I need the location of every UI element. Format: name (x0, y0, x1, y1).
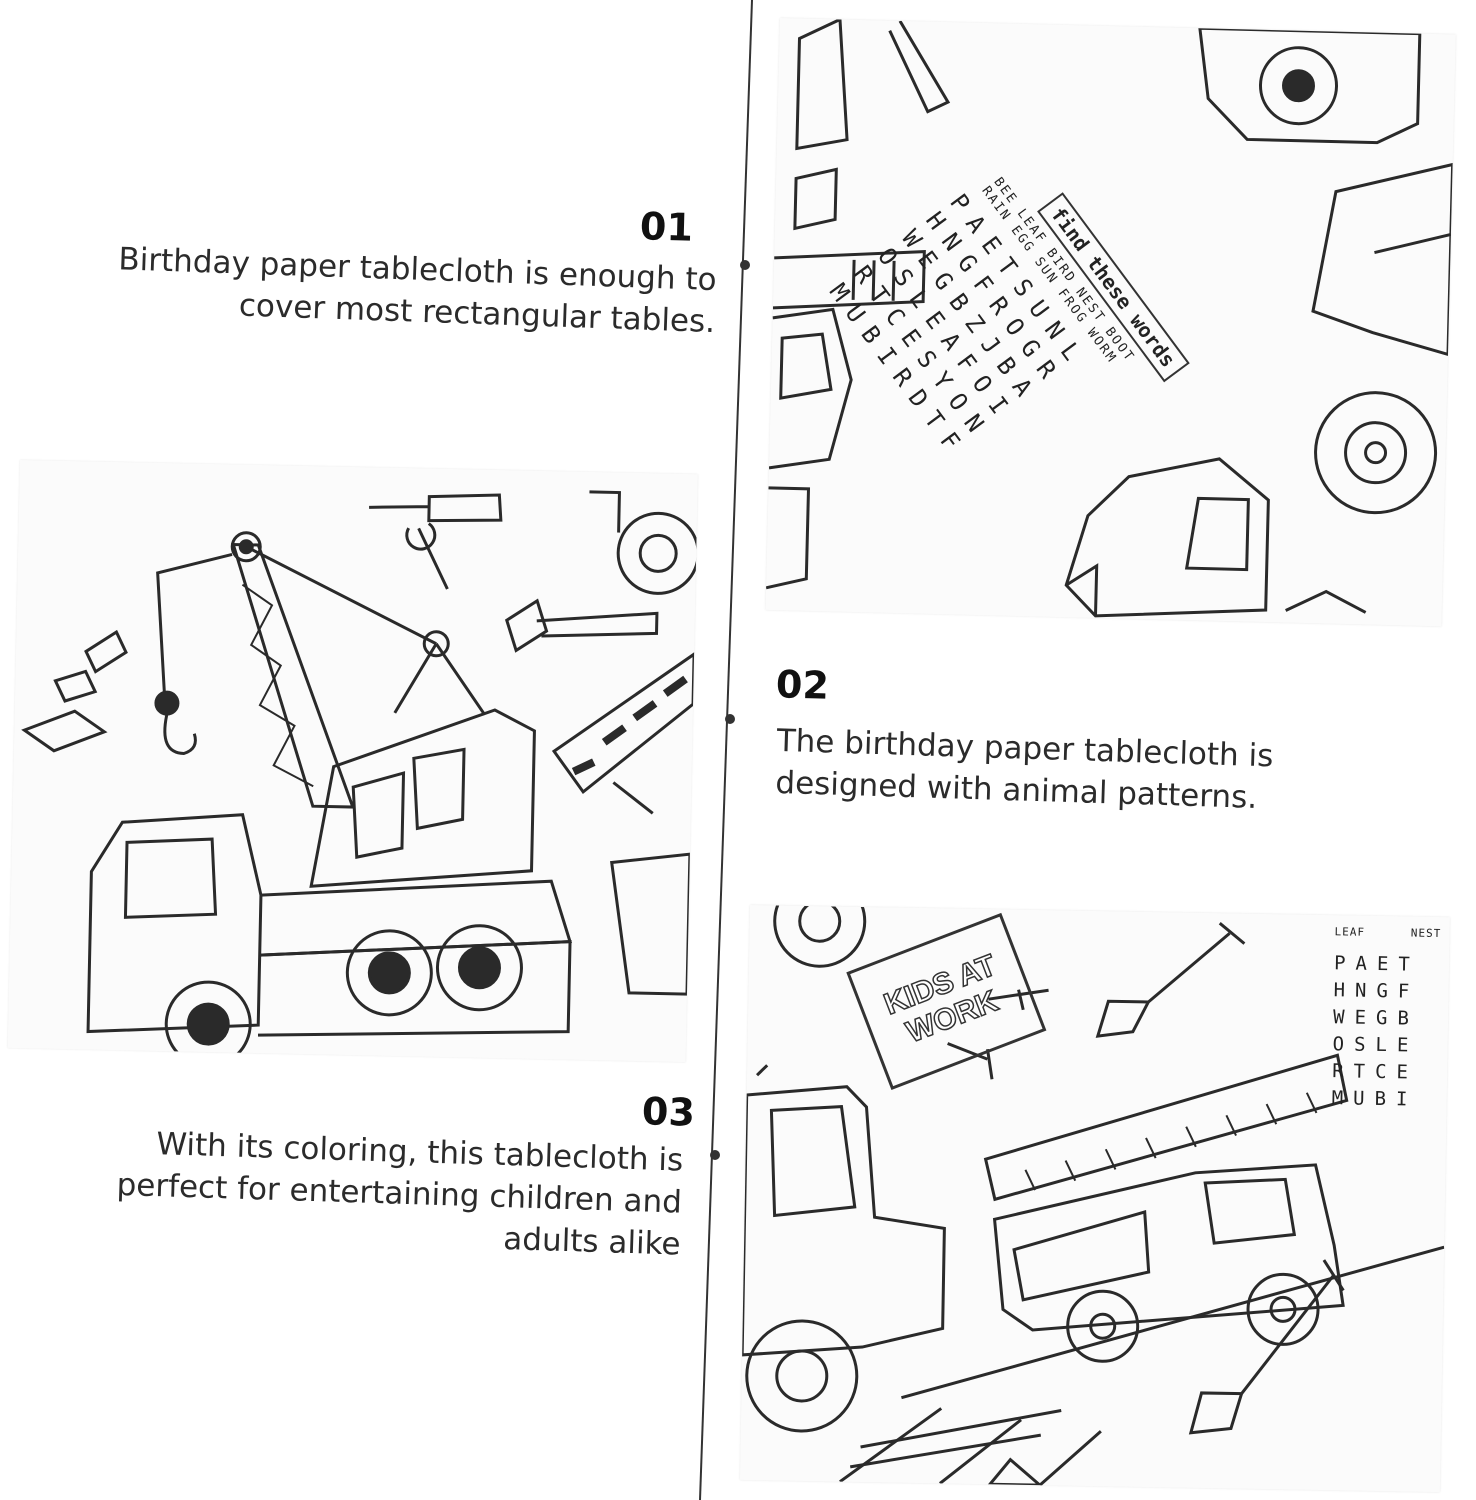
tablecloth-photo-fire-truck: KIDS AT WORK LEAF NEST PAET HNGF WEGB OS… (739, 905, 1450, 1493)
wheel (1246, 1272, 1320, 1346)
truck-cab (86, 813, 263, 1034)
grid-row: OSLE (1332, 1033, 1419, 1057)
tablecloth-photo-crane (7, 460, 698, 1063)
shovel-icon (1240, 1274, 1335, 1395)
feature-number-2: 02 (775, 662, 830, 708)
tablecloth-photo-word-search: find these words BEE LEAF BIRD NEST BOOT… (765, 18, 1456, 627)
wheel (435, 924, 523, 1012)
timeline-dot-1 (740, 260, 750, 270)
feature-text-3: With its coloring, this tablecloth is pe… (116, 1126, 684, 1263)
grid-row: RTCE (1331, 1060, 1419, 1084)
wheel (164, 980, 252, 1063)
grid-row: WEGB (1332, 1006, 1420, 1030)
feature-number-1: 01 (639, 204, 694, 250)
timeline-dot-3 (710, 1150, 720, 1160)
grid-row: PAET (1333, 952, 1421, 976)
timeline-dot-2 (725, 714, 735, 724)
shovel-icon (1147, 932, 1231, 1004)
corner-word-labels: LEAF NEST (1334, 925, 1442, 941)
crane-hook (163, 714, 197, 756)
wrench-icon (405, 522, 449, 590)
fire-truck-ladder (983, 1053, 1349, 1202)
wheel (1066, 1289, 1140, 1363)
wheel (345, 929, 433, 1017)
hammer-icon (504, 598, 659, 653)
crane-boom (231, 542, 355, 809)
word-search-corner: LEAF NEST PAET HNGF WEGB OSLE RTCE MUBI (1331, 925, 1442, 1114)
grid-row: MUBI (1331, 1087, 1418, 1111)
feature-text-2: The birthday paper tablecloth is designe… (774, 722, 1274, 816)
grid-row: HNGF (1333, 979, 1420, 1003)
screwdriver-icon (369, 493, 503, 523)
barrier-icon (551, 651, 696, 795)
feature-number-3: 03 (641, 1089, 696, 1135)
corner-grid: PAET HNGF WEGB OSLE RTCE MUBI (1331, 950, 1441, 1114)
